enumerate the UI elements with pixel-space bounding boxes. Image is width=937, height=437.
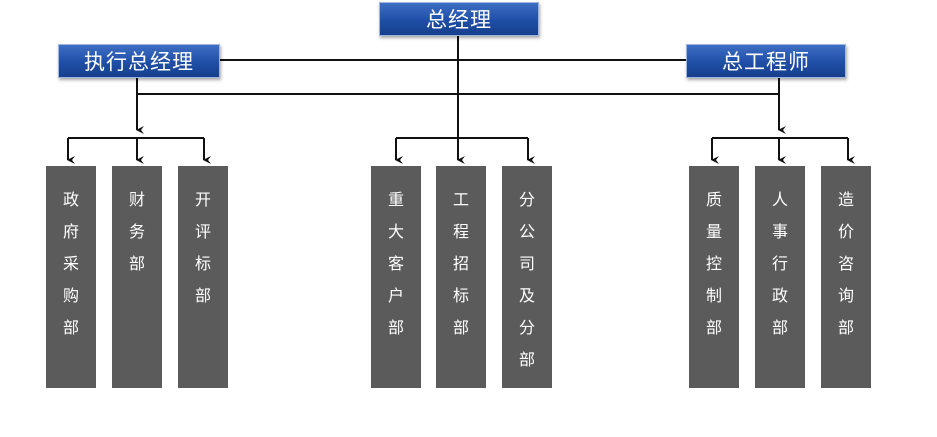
department-box: 开评标部 [178,166,228,388]
department-box: 分公司及分部 [502,166,552,388]
department-char: 府 [62,222,79,241]
department-char: 户 [387,286,404,305]
department-char: 部 [771,318,788,337]
department-char: 购 [62,286,79,305]
department-box: 政府采购部 [46,166,96,388]
department-char: 务 [128,222,145,241]
department-char: 标 [452,286,469,305]
department-char: 及 [518,286,535,305]
department-char: 事 [771,222,788,241]
department-box: 质量控制部 [689,166,739,388]
department-char: 部 [387,318,404,337]
department-char: 人 [771,190,788,209]
department-char: 部 [705,318,722,337]
department-char: 咨 [837,254,854,273]
department-char: 招 [452,254,469,273]
department-char: 质 [705,190,722,209]
department-char: 采 [62,254,79,273]
department-char: 部 [837,318,854,337]
department-char: 询 [837,286,854,305]
department-char: 行 [771,254,788,273]
department-char: 司 [518,254,535,273]
department-box: 工程招标部 [436,166,486,388]
general-manager-box: 总经理 [379,2,539,36]
department-char: 分 [518,318,535,337]
department-char: 客 [387,254,404,273]
department-char: 政 [771,286,788,305]
executive-gm-label: 执行总经理 [84,50,194,74]
department-char: 部 [62,318,79,337]
executive-gm-box: 执行总经理 [58,44,220,78]
department-char: 程 [452,222,469,241]
department-box: 人事行政部 [755,166,805,388]
department-char: 财 [128,190,145,209]
department-char: 重 [387,190,404,209]
department-char: 量 [705,222,722,241]
department-char: 部 [128,254,145,273]
department-char: 政 [62,190,79,209]
department-char: 分 [518,190,535,209]
general-manager-label: 总经理 [426,8,492,32]
department-char: 价 [837,222,854,241]
department-char: 部 [452,318,469,337]
department-char: 开 [194,190,211,209]
department-box: 重大客户部 [371,166,421,388]
department-box: 造价咨询部 [821,166,871,388]
department-char: 标 [194,254,211,273]
department-char: 制 [705,286,722,305]
department-char: 公 [518,222,535,241]
chief-engineer-box: 总工程师 [686,44,846,78]
department-char: 控 [705,254,722,273]
department-char: 评 [194,222,211,241]
chief-engineer-label: 总工程师 [722,50,810,74]
department-char: 工 [452,190,469,209]
department-char: 大 [387,222,404,241]
department-box: 财务部 [112,166,162,388]
department-char: 部 [194,286,211,305]
department-char: 造 [837,190,854,209]
department-char: 部 [518,350,535,369]
